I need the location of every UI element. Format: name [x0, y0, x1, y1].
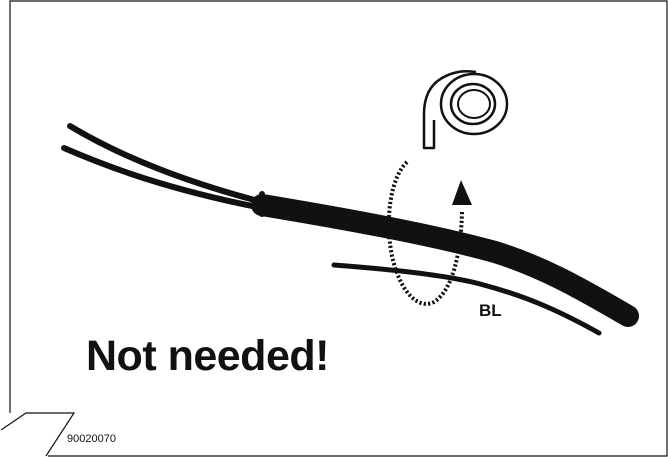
figure-number: 90020070 — [67, 433, 116, 445]
wire-lower — [61, 145, 265, 211]
not-needed-headline: Not needed! — [86, 332, 329, 380]
figure-number-tab — [0, 412, 76, 457]
bl-wire — [331, 262, 602, 336]
frame-border — [9, 0, 668, 457]
sheathed-cable — [251, 194, 639, 327]
bl-wire-label: BL — [479, 301, 502, 320]
tape-roll-icon — [422, 70, 509, 150]
wire-upper — [67, 123, 265, 205]
wrap-rotation-arrow-icon — [386, 160, 472, 306]
